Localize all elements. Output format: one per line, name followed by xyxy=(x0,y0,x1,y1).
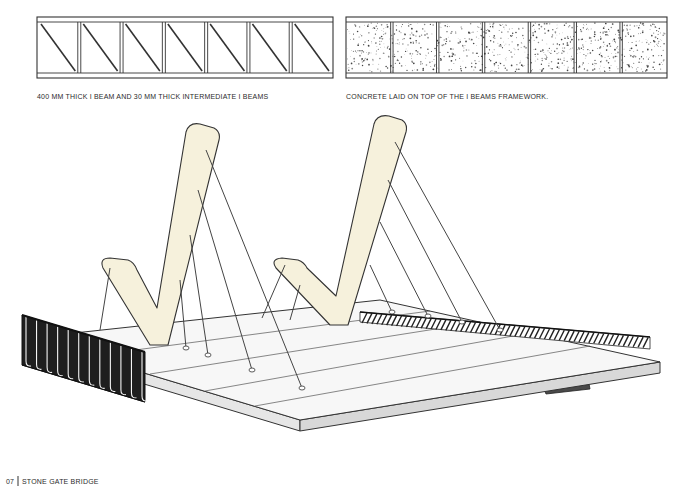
cable-anchors xyxy=(183,310,503,390)
page-title: STONE GATE BRIDGE xyxy=(22,478,99,485)
railing-front xyxy=(22,315,147,402)
caption-label: CONCRETE LAID ON TOP OF THE I BEAMS FRAM… xyxy=(346,93,548,100)
concrete-slab-panel xyxy=(346,17,667,78)
railing-hatched xyxy=(360,312,650,349)
caption-label: 07 xyxy=(6,478,14,485)
caption-label: 400 MM THICK I BEAM AND 30 MM THICK INTE… xyxy=(37,93,268,100)
stay-cables xyxy=(100,142,500,388)
i-beam-framework xyxy=(37,17,333,78)
footer-divider xyxy=(18,476,19,486)
v-pylon xyxy=(102,116,407,345)
